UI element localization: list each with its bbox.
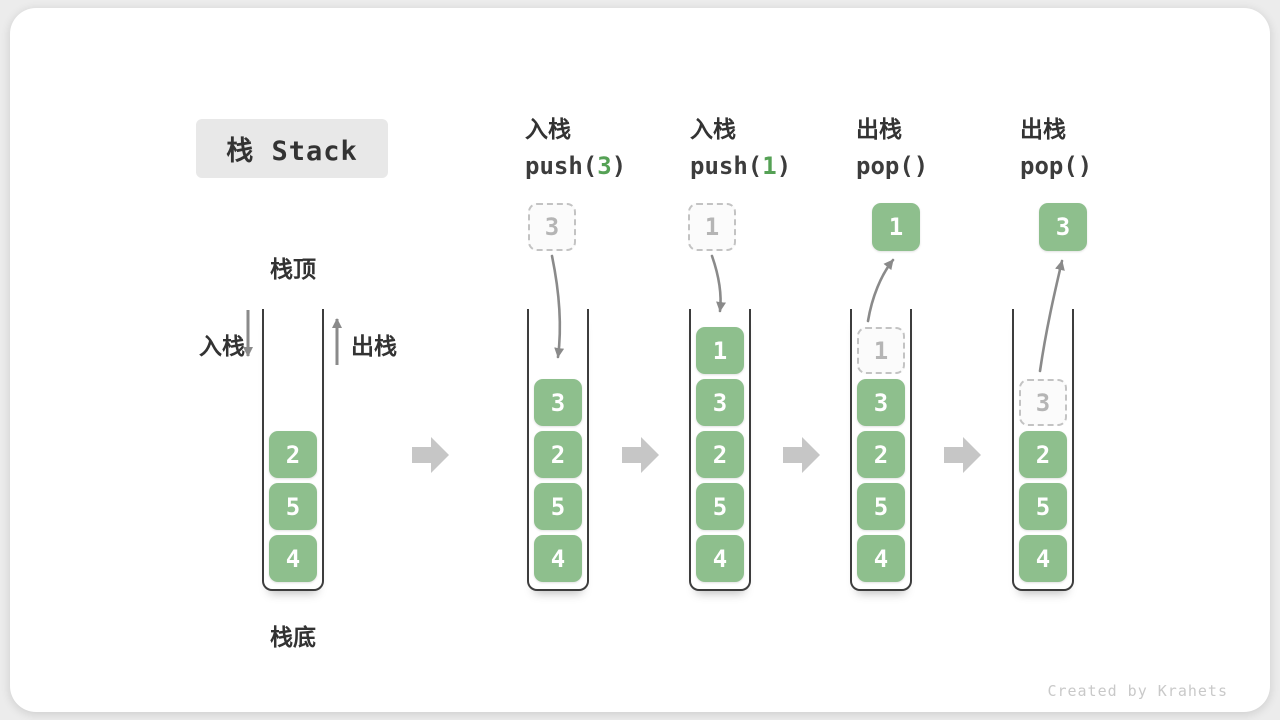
stack-item: 1 bbox=[696, 327, 744, 374]
stack-3: 1 3 2 5 4 bbox=[689, 309, 751, 591]
stack-item: 2 bbox=[1019, 431, 1067, 478]
stack-5: 3 2 5 4 bbox=[1012, 309, 1074, 591]
code-close: ) bbox=[611, 152, 627, 180]
step-arrow-icon bbox=[412, 437, 449, 473]
stack-item: 4 bbox=[1019, 535, 1067, 582]
stack-2: 3 2 5 4 bbox=[527, 309, 589, 591]
stack-item: 5 bbox=[857, 483, 905, 530]
stack-item-ghost: 3 bbox=[1019, 379, 1067, 426]
code-fn: push( bbox=[690, 152, 763, 180]
diagram-title: 栈 Stack bbox=[196, 119, 388, 178]
push-direction-label: 入栈 bbox=[199, 333, 245, 359]
code-fn: pop( bbox=[1020, 152, 1078, 180]
stack-item: 2 bbox=[857, 431, 905, 478]
code-close: ) bbox=[776, 152, 792, 180]
code-close: ) bbox=[913, 152, 929, 180]
stack-top-label: 栈顶 bbox=[270, 256, 316, 282]
stack-item: 4 bbox=[269, 535, 317, 582]
stack-item: 2 bbox=[696, 431, 744, 478]
operation-name: 入栈 bbox=[525, 116, 571, 142]
code-arg: 3 bbox=[597, 152, 612, 180]
code-arg: 1 bbox=[762, 152, 777, 180]
operation-code: pop() bbox=[1020, 150, 1190, 182]
stack-item-ghost: 1 bbox=[857, 327, 905, 374]
step-arrow-icon bbox=[783, 437, 820, 473]
stack-item: 4 bbox=[696, 535, 744, 582]
floating-value-push-1: 1 bbox=[688, 203, 736, 251]
stack-item: 5 bbox=[534, 483, 582, 530]
stack-item: 2 bbox=[269, 431, 317, 478]
stack-1: 2 5 4 bbox=[262, 309, 324, 591]
stack-item: 3 bbox=[534, 379, 582, 426]
code-fn: push( bbox=[525, 152, 598, 180]
step-arrow-icon bbox=[622, 437, 659, 473]
operation-label-pop-1: 出栈 pop() bbox=[856, 114, 1026, 182]
diagram-card: 栈 Stack 入栈 push(3) 入栈 push(1) 出栈 pop() 出… bbox=[10, 8, 1270, 712]
operation-label-push-1: 入栈 push(1) bbox=[690, 114, 860, 182]
operation-code: push(1) bbox=[690, 150, 860, 182]
code-close: ) bbox=[1077, 152, 1093, 180]
floating-value-popped-1: 1 bbox=[872, 203, 920, 251]
operation-label-push-3: 入栈 push(3) bbox=[525, 114, 695, 182]
stack-4: 1 3 2 5 4 bbox=[850, 309, 912, 591]
stack-item: 2 bbox=[534, 431, 582, 478]
stack-item: 4 bbox=[534, 535, 582, 582]
operation-name: 出栈 bbox=[1020, 116, 1066, 142]
watermark: Created by Krahets bbox=[1047, 682, 1228, 700]
stack-bottom-label: 栈底 bbox=[270, 624, 316, 650]
operation-code: pop() bbox=[856, 150, 1026, 182]
floating-value-popped-3: 3 bbox=[1039, 203, 1087, 251]
pop-direction-label: 出栈 bbox=[351, 333, 397, 359]
operation-name: 出栈 bbox=[856, 116, 902, 142]
operation-name: 入栈 bbox=[690, 116, 736, 142]
operation-code: push(3) bbox=[525, 150, 695, 182]
stack-item: 3 bbox=[696, 379, 744, 426]
floating-value-push-3: 3 bbox=[528, 203, 576, 251]
step-arrow-icon bbox=[944, 437, 981, 473]
stack-item: 4 bbox=[857, 535, 905, 582]
operation-label-pop-2: 出栈 pop() bbox=[1020, 114, 1190, 182]
stack-item: 5 bbox=[1019, 483, 1067, 530]
stack-item: 3 bbox=[857, 379, 905, 426]
push-1-arrow-icon bbox=[710, 254, 727, 313]
stack-item: 5 bbox=[696, 483, 744, 530]
stack-item: 5 bbox=[269, 483, 317, 530]
code-fn: pop( bbox=[856, 152, 914, 180]
